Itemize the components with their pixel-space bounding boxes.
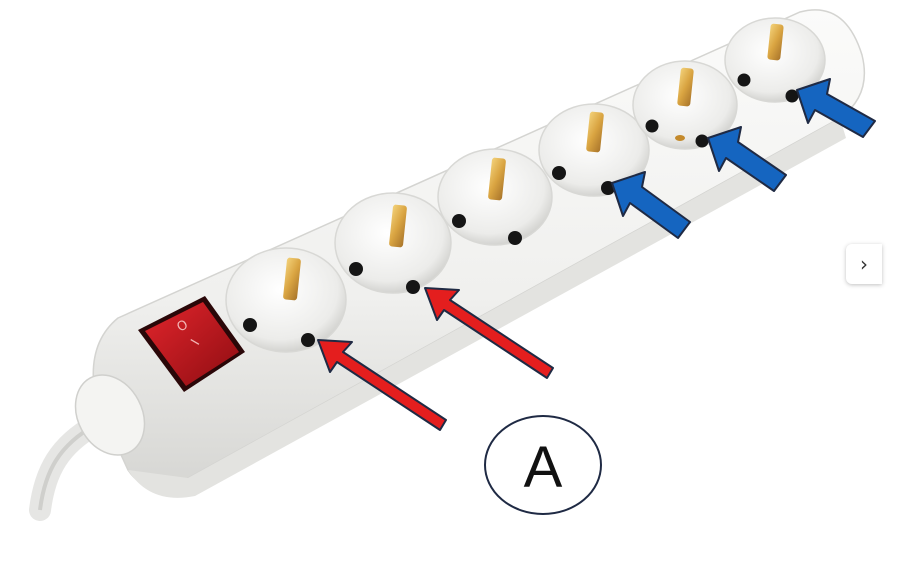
socket-3 xyxy=(437,148,553,246)
red-arrow-2 xyxy=(424,287,554,379)
socket-6 xyxy=(724,17,826,103)
socket-2-pin-right xyxy=(406,280,420,294)
socket-2 xyxy=(334,192,452,294)
blue-arrow-2 xyxy=(707,126,787,192)
cable-strain-relief xyxy=(74,374,146,456)
annotation-label: A xyxy=(524,435,563,500)
socket-2-pin-left xyxy=(349,262,363,276)
socket-5-pin-left xyxy=(645,119,659,133)
carousel-next-button[interactable]: › xyxy=(846,244,882,284)
socket-6-pin-right xyxy=(785,89,799,103)
socket-4-pin-left xyxy=(552,166,566,180)
socket-1 xyxy=(225,247,347,353)
red-arrow-1 xyxy=(317,339,447,431)
socket-5 xyxy=(632,60,738,150)
socket-3-pin-right xyxy=(508,231,522,245)
socket-1-pin-left xyxy=(243,318,257,332)
switch-on-mark: I xyxy=(188,337,203,348)
blue-arrow-3 xyxy=(796,78,876,138)
socket-6-pin-left xyxy=(737,73,751,87)
annotation-circle: A xyxy=(484,415,602,515)
socket-5-pin-right xyxy=(695,134,709,148)
chevron-right-icon: › xyxy=(860,252,868,276)
socket-3-pin-left xyxy=(452,214,466,228)
socket-1-pin-right xyxy=(301,333,315,347)
socket-4 xyxy=(538,103,650,197)
rocker-switch: O I xyxy=(138,296,245,392)
blue-arrow-1 xyxy=(611,171,691,239)
